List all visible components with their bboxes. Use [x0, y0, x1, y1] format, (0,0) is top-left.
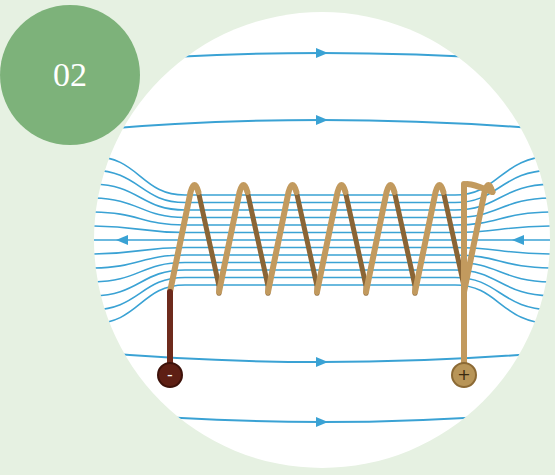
arrow-right — [316, 48, 328, 58]
field-arrows — [116, 48, 524, 427]
winding-front — [317, 185, 345, 292]
polarity-sign: + — [457, 367, 470, 383]
arrow-right — [316, 417, 328, 427]
negative-lead — [167, 292, 173, 364]
winding-back — [345, 192, 366, 293]
coil-winding — [170, 184, 492, 292]
polarity-sign: - — [167, 367, 173, 383]
field-lines — [90, 53, 555, 422]
field-line — [90, 226, 555, 233]
arrow-left — [512, 235, 524, 245]
winding-back — [394, 192, 415, 293]
arrow-left — [116, 235, 128, 245]
negative-terminal: - — [157, 362, 183, 388]
field-line — [90, 239, 555, 241]
field-line — [90, 212, 555, 225]
winding-front — [366, 185, 394, 292]
number-badge: 02 — [0, 5, 140, 145]
callout-number: 02 — [53, 58, 87, 92]
winding-front — [415, 185, 443, 292]
positive-lead — [461, 184, 467, 364]
winding-front — [170, 185, 198, 292]
winding-back — [296, 192, 317, 293]
winding-back — [198, 192, 219, 293]
winding-back — [247, 192, 268, 293]
winding-front — [219, 185, 247, 292]
field-line — [90, 285, 555, 324]
arrow-right — [316, 115, 328, 125]
winding-front — [464, 184, 492, 192]
field-line — [90, 156, 555, 195]
winding-back — [443, 192, 464, 293]
winding-front — [268, 185, 296, 292]
arrow-right — [316, 357, 328, 367]
winding-front — [464, 185, 492, 292]
